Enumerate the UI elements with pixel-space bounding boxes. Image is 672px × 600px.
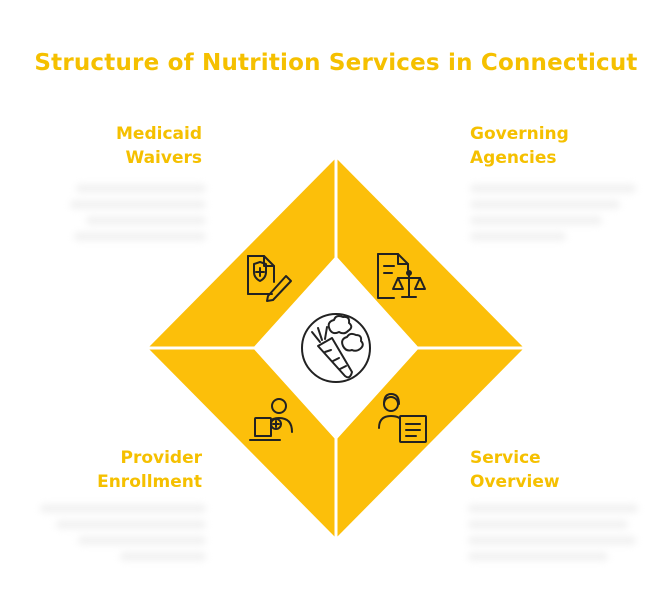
legal-document-scales-icon xyxy=(377,253,426,299)
person-document-icon xyxy=(378,393,427,443)
label-medicaid-waivers-line1: Medicaid xyxy=(116,124,202,144)
description-provider-enrollment xyxy=(38,504,206,568)
description-medicaid-waivers xyxy=(70,184,206,248)
quadrant-provider-enrollment xyxy=(148,348,336,538)
quadrant-medicaid-waivers xyxy=(148,158,336,348)
label-service-overview-line1: Service xyxy=(470,448,541,468)
label-governing-agencies: Governing Agencies xyxy=(470,122,569,170)
label-service-overview: Service Overview xyxy=(470,446,560,494)
description-governing-agencies xyxy=(470,184,638,248)
quadrant-governing-agencies xyxy=(336,158,524,348)
medical-document-edit-icon xyxy=(247,255,292,302)
label-provider-enrollment-line1: Provider xyxy=(120,448,202,468)
label-medicaid-waivers: Medicaid Waivers xyxy=(116,122,202,170)
description-service-overview xyxy=(468,504,640,568)
carrot-vegetables-icon xyxy=(301,313,371,383)
label-medicaid-waivers-line2: Waivers xyxy=(125,148,202,168)
diagram-title: Structure of Nutrition Services in Conne… xyxy=(34,50,638,76)
label-service-overview-line2: Overview xyxy=(470,472,560,492)
label-provider-enrollment-line2: Enrollment xyxy=(97,472,202,492)
label-governing-agencies-line2: Agencies xyxy=(470,148,557,168)
label-governing-agencies-line1: Governing xyxy=(470,124,569,144)
add-user-laptop-icon xyxy=(249,398,293,441)
quadrant-service-overview xyxy=(336,348,524,538)
label-provider-enrollment: Provider Enrollment xyxy=(97,446,202,494)
